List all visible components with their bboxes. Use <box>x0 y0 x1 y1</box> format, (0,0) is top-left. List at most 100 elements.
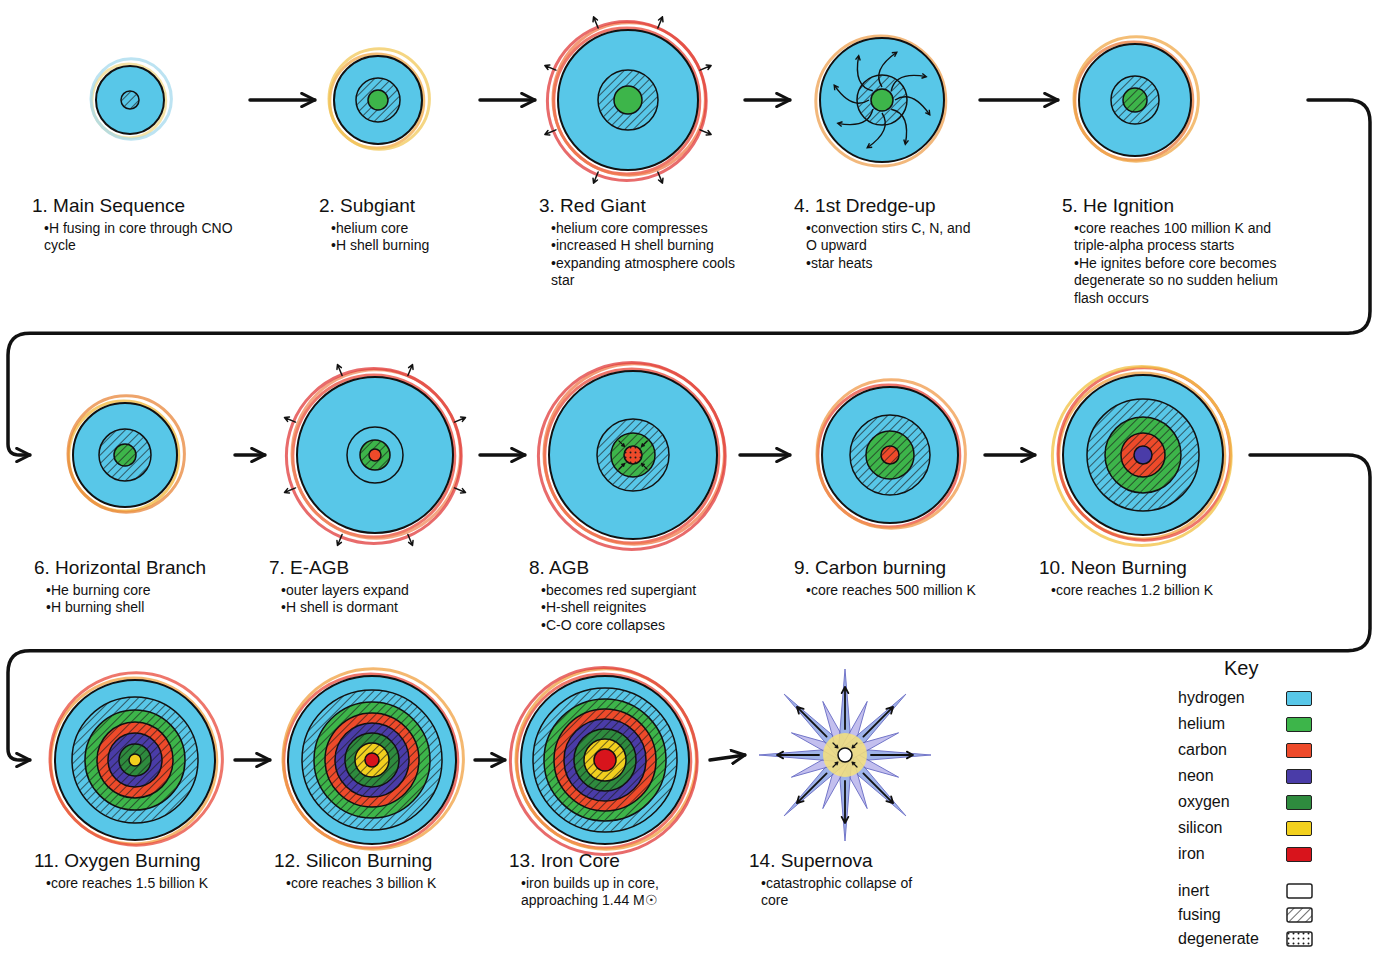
stage-text: 2. Subgiant•helium core•H shell burning <box>315 195 480 257</box>
legend-sample-box <box>1287 932 1312 946</box>
stage-heading: 2. Subgiant <box>319 195 476 218</box>
stage-arrow <box>985 453 1035 457</box>
motion-arrow <box>700 65 711 70</box>
burst-glow <box>823 733 867 777</box>
star-glow <box>1074 37 1198 161</box>
star-illustration <box>30 662 235 850</box>
stage-arrow <box>980 98 1058 102</box>
stage-note: •core reaches 1.5 billion K <box>34 875 231 893</box>
legend-label: silicon <box>1178 818 1278 838</box>
legend-row: hydrogen <box>1178 685 1363 711</box>
star-glow <box>50 673 222 845</box>
star-layer <box>335 723 409 797</box>
stage-note: •outer layers expand <box>269 582 476 600</box>
convection-arrow-head <box>838 122 843 127</box>
star-layer <box>866 431 914 479</box>
motion-arrow <box>842 781 849 823</box>
star-layer <box>114 444 136 466</box>
fusing-hatch <box>97 722 173 798</box>
collapsed-core <box>838 748 852 762</box>
motion-arrow <box>863 773 893 803</box>
star-glow <box>91 59 171 139</box>
motion-arrow <box>863 707 893 737</box>
motion-arrow <box>545 65 556 70</box>
legend-title: Key <box>1178 655 1363 681</box>
star-glow <box>1052 367 1231 546</box>
star-layer <box>365 753 379 767</box>
star-layer <box>822 387 958 523</box>
stage-text: 5. He Ignition•core reaches 100 million … <box>1058 195 1308 309</box>
stage-arrow <box>740 453 790 457</box>
fusing-hatch <box>574 729 636 791</box>
stage-arrow <box>250 98 315 102</box>
motion-arrow <box>408 364 413 375</box>
stage-heading: 6. Horizontal Branch <box>34 557 231 580</box>
convection-arrow <box>895 97 930 115</box>
fusing-hatch <box>1105 417 1181 493</box>
legend-row: carbon <box>1178 737 1363 763</box>
star-layer <box>554 709 656 811</box>
stage-note: •H-shell reignites <box>529 599 736 617</box>
star-layer <box>549 371 717 539</box>
stage-note: •core reaches 3 billion K <box>274 875 471 893</box>
stage-heading: 3. Red Giant <box>539 195 741 218</box>
star-layer <box>857 75 907 125</box>
stage-text: 14. Supernova•catastrophic collapse of c… <box>745 850 945 912</box>
star-figure <box>68 396 184 512</box>
stellar-stage: 9. Carbon burning•core reaches 500 milli… <box>790 350 985 601</box>
star-layer <box>1123 88 1147 112</box>
legend-label: helium <box>1178 714 1278 734</box>
motion-arrow <box>284 417 295 422</box>
stellar-stage: 6. Horizontal Branch•He burning core•H b… <box>30 350 235 619</box>
star-figure <box>817 380 965 528</box>
star-figure <box>91 59 171 139</box>
fusing-hatch <box>554 709 656 811</box>
star-layer <box>594 749 616 771</box>
star-illustration <box>1058 5 1308 195</box>
fusing-hatch <box>356 78 400 122</box>
fusing-hatch <box>866 431 914 479</box>
fusing-hatch <box>533 688 677 832</box>
star-layer <box>369 449 381 461</box>
star-layer <box>614 86 642 114</box>
stellar-stage: 2. Subgiant•helium core•H shell burning <box>315 5 480 257</box>
star-layer <box>97 722 173 798</box>
convection-arrow <box>867 113 885 148</box>
fusing-hatch <box>1123 88 1147 112</box>
stage-note: •helium core <box>319 220 476 238</box>
stage-note: •C-O core collapses <box>529 617 736 635</box>
star-layer <box>347 427 403 483</box>
legend-label: iron <box>1178 844 1278 864</box>
motion-arrow <box>619 441 625 447</box>
star-layer <box>574 729 636 791</box>
stellar-stage: 12. Silicon Burning•core reaches 3 billi… <box>270 662 475 894</box>
motion-arrow <box>797 773 827 803</box>
star-layer <box>624 446 642 464</box>
star-illustration <box>270 662 475 850</box>
star-illustration <box>525 350 740 557</box>
star-illustration <box>28 5 250 195</box>
fusing-hatch <box>611 433 655 477</box>
legend-label: inert <box>1178 881 1278 901</box>
motion-arrow <box>852 762 857 767</box>
star-layer <box>356 78 400 122</box>
legend-row: inert <box>1178 879 1363 903</box>
star-layer <box>564 719 646 801</box>
star-layer <box>1105 417 1181 493</box>
motion-arrow <box>658 17 663 28</box>
fusing-hatch <box>99 429 151 481</box>
legend-label: oxygen <box>1178 792 1278 812</box>
stage-text: 4. 1st Dredge-up•convection stirs C, N, … <box>790 195 980 274</box>
star-glow <box>538 363 725 550</box>
stage-text: 11. Oxygen Burning •core reaches 1.5 bill… <box>30 850 235 894</box>
stage-text: 13. Iron Core•iron builds up in core, ap… <box>505 850 710 912</box>
stage-text: 9. Carbon burning•core reaches 500 milli… <box>790 557 985 601</box>
legend-row: oxygen <box>1178 789 1363 815</box>
fusing-hatch <box>597 419 669 491</box>
stellar-stage: 13. Iron Core•iron builds up in core, ap… <box>505 662 710 912</box>
stage-heading: 1. Main Sequence <box>32 195 246 218</box>
star-layer <box>611 433 655 477</box>
motion-arrow <box>641 441 647 447</box>
stage-heading: 11. Oxygen Burning <box>34 850 231 873</box>
